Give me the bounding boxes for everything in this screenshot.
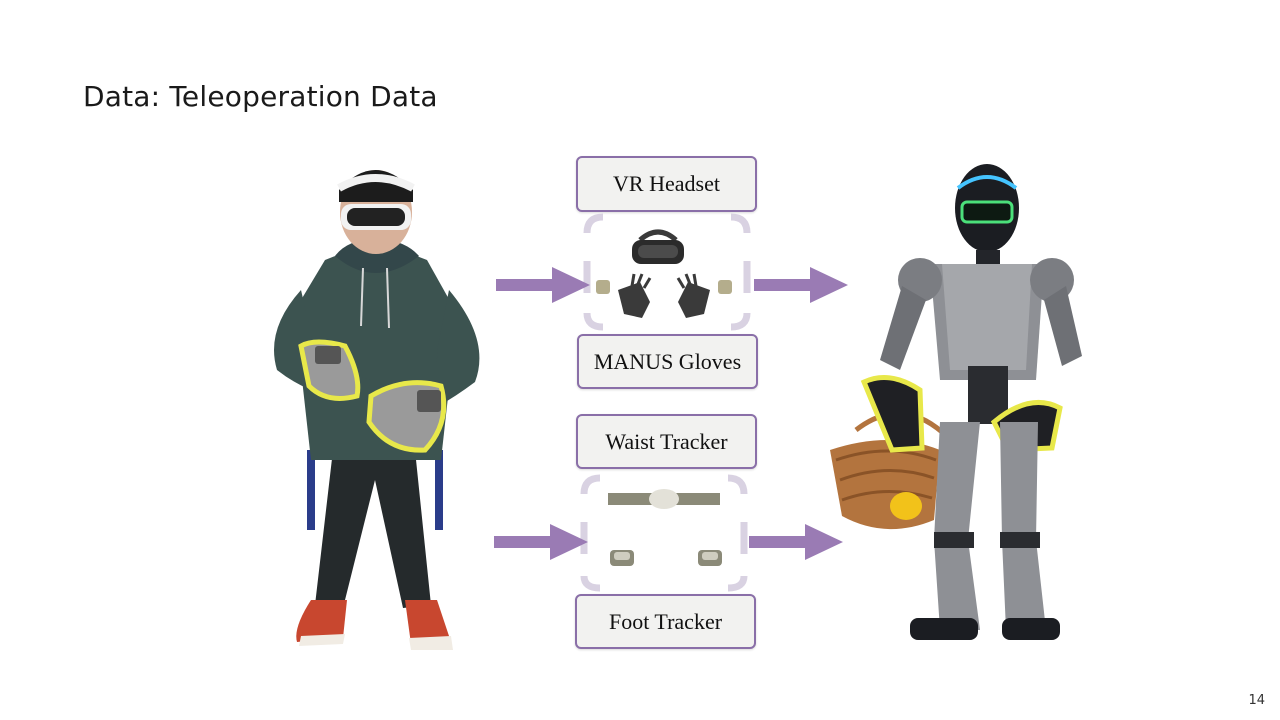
manus-gloves-image (596, 273, 732, 318)
arrow-operator-to-upper-devices (496, 267, 590, 303)
manus-gloves-label: MANUS Gloves (577, 334, 758, 389)
vr-headset-label: VR Headset (576, 156, 757, 212)
human-operator-image (255, 150, 500, 665)
lower-device-bracket (580, 474, 748, 592)
foot-tracker-label: Foot Tracker (575, 594, 756, 649)
waist-tracker-label: Waist Tracker (576, 414, 757, 469)
arrow-lower-devices-to-robot (749, 524, 843, 560)
vr-headset-image (632, 229, 684, 264)
foot-tracker-image (610, 550, 722, 566)
arrow-operator-to-lower-devices (494, 524, 588, 560)
upper-device-bracket (583, 213, 751, 331)
page-number: 14 (1248, 693, 1265, 708)
humanoid-robot-image (830, 160, 1090, 655)
slide-title: Data: Teleoperation Data (83, 80, 438, 113)
arrow-upper-devices-to-robot (754, 267, 848, 303)
waist-tracker-image (608, 489, 720, 509)
